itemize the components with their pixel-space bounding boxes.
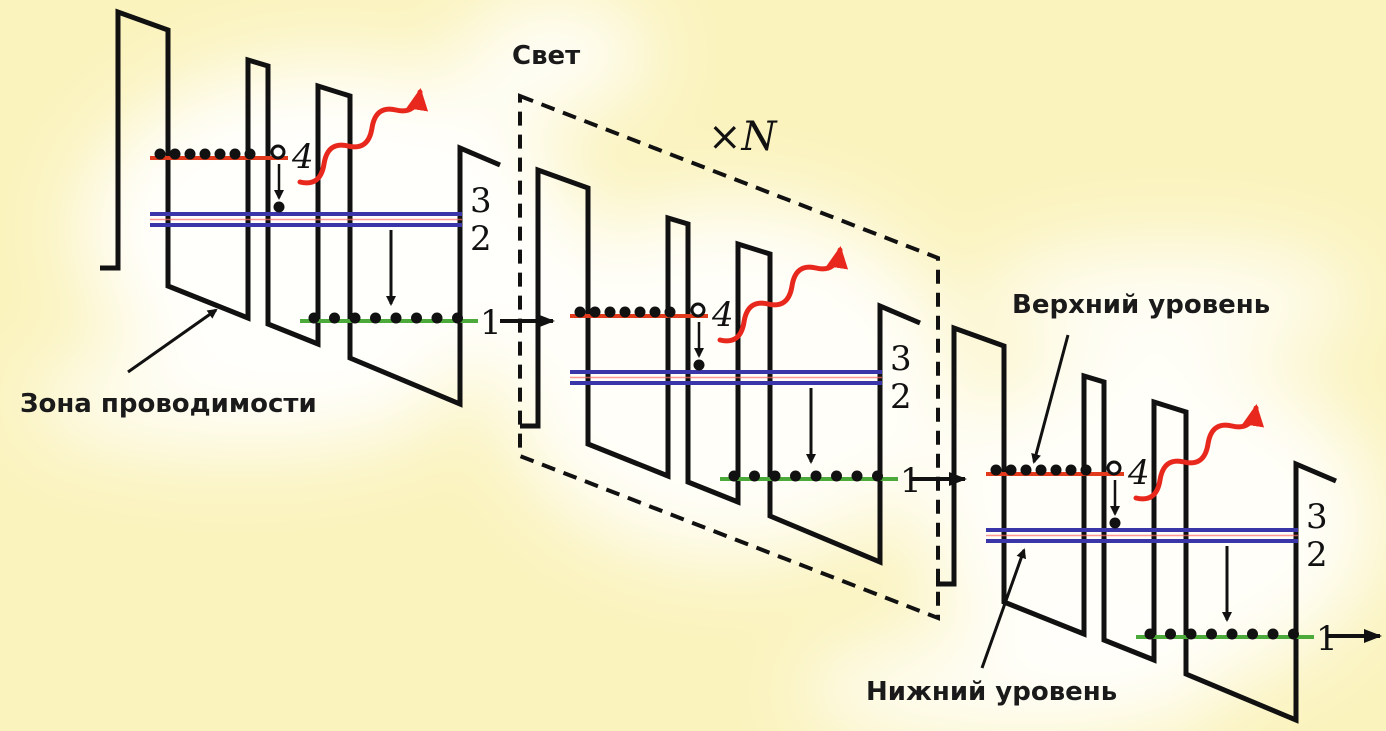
electron-dot-icon <box>1185 628 1197 640</box>
electron-dot-icon <box>1226 628 1238 640</box>
electron-dot-icon <box>329 312 340 324</box>
electron-dot-icon <box>229 148 241 160</box>
light-label: Свет <box>512 41 580 71</box>
electron-dot-icon <box>589 306 601 318</box>
photon-wavy-arrow-icon <box>297 88 429 186</box>
electron-dot-icon <box>244 148 256 160</box>
level-number-4: 4 <box>291 137 314 177</box>
electron-dot-icon <box>169 148 181 160</box>
electron-dot-icon <box>1065 464 1077 476</box>
electron-dot-icon <box>1080 464 1092 476</box>
level-number-3: 3 <box>890 339 912 379</box>
electron-dot-icon <box>1020 464 1032 476</box>
band-edge <box>100 8 501 408</box>
hole-icon <box>270 144 286 160</box>
electron-dot-icon <box>154 148 166 160</box>
level-number-2: 2 <box>890 377 912 417</box>
level-number-2: 2 <box>1306 535 1328 575</box>
repeat-count-label: ×N <box>708 114 779 160</box>
electron-dot-icon <box>411 312 422 324</box>
conduction-band-pointer <box>127 308 218 374</box>
electron-dot-icon <box>649 306 661 318</box>
level-number-1: 1 <box>1316 619 1338 659</box>
electron-dot-icon <box>604 306 616 318</box>
electron-dot-icon <box>308 312 320 324</box>
conduction-band-label: Зона проводимости <box>20 389 317 419</box>
electron-dot-icon <box>390 312 402 324</box>
electron-dot-icon <box>664 306 676 318</box>
photon-wavy-arrow-icon <box>1133 404 1265 502</box>
repeat-period-frame <box>518 93 940 621</box>
cascade-stage-1: 4 32 1 <box>100 8 502 408</box>
electron-dot-icon <box>619 306 631 318</box>
electron-dot-icon <box>634 306 646 318</box>
lower-level-label: Нижний уровень <box>866 677 1117 707</box>
cascade-stage-3: 4 32 1 <box>936 324 1338 724</box>
electron-dot-icon <box>728 470 740 482</box>
electron-dot-icon <box>693 359 705 371</box>
electron-dot-icon <box>749 470 760 482</box>
electron-dot-icon <box>1050 464 1062 476</box>
electron-dot-icon <box>1005 464 1017 476</box>
cascade-stage-2: 4 32 1 <box>520 166 922 566</box>
electron-dot-icon <box>1206 628 1217 640</box>
electron-dot-icon <box>1109 517 1121 529</box>
electron-dot-icon <box>990 464 1002 476</box>
level-number-4: 4 <box>711 295 734 335</box>
electron-dot-icon <box>184 148 196 160</box>
upper-level-pointer <box>1031 334 1070 464</box>
electron-dot-icon <box>1035 464 1047 476</box>
electron-dot-icon <box>349 312 361 324</box>
photon-wavy-arrow-icon <box>717 246 849 344</box>
electron-dot-icon <box>790 470 801 482</box>
hole-icon <box>690 302 706 318</box>
electron-dot-icon <box>872 470 883 482</box>
hole-icon <box>1106 460 1122 476</box>
electron-dot-icon <box>199 148 211 160</box>
electron-dot-icon <box>273 201 285 213</box>
electron-dot-icon <box>574 306 586 318</box>
lower-level-pointer <box>980 548 1027 669</box>
level-number-2: 2 <box>470 219 492 259</box>
band-edge <box>936 324 1337 724</box>
electron-dot-icon <box>452 312 463 324</box>
electron-dot-icon <box>214 148 226 160</box>
electron-dot-icon <box>1267 628 1279 640</box>
electron-dot-icon <box>769 470 781 482</box>
electron-dot-icon <box>851 470 863 482</box>
electron-dot-icon <box>431 312 443 324</box>
electron-dot-icon <box>1247 628 1258 640</box>
level-number-1: 1 <box>480 303 502 343</box>
level-number-1: 1 <box>900 461 922 501</box>
level-number-4: 4 <box>1127 453 1150 493</box>
electron-dot-icon <box>831 470 842 482</box>
electron-dot-icon <box>370 312 381 324</box>
level-number-3: 3 <box>1306 497 1328 537</box>
band-edge <box>520 166 921 566</box>
electron-dot-icon <box>1165 628 1176 640</box>
level-number-3: 3 <box>470 181 492 221</box>
upper-level-label: Верхний уровень <box>1012 290 1270 320</box>
electron-dot-icon <box>810 470 822 482</box>
electron-dot-icon <box>1288 628 1299 640</box>
electron-dot-icon <box>1144 628 1156 640</box>
